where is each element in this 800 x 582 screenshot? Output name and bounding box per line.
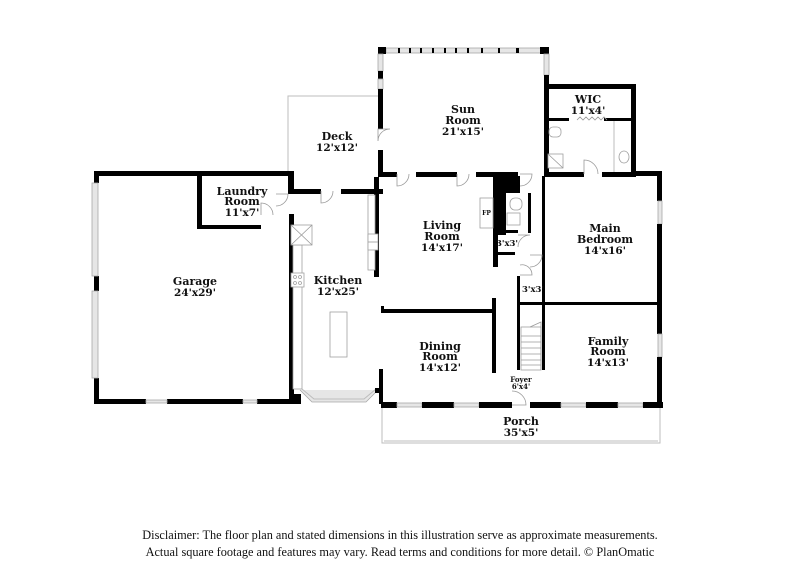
room-label-sun-room: Sun Room 21'x15' [442,103,484,138]
bath-sink [506,212,521,226]
bath-toilet [509,197,523,211]
svg-text:Kitchen: Kitchen [314,274,363,287]
disclaimer-line-2: Actual square footage and features may v… [145,545,655,559]
svg-text:Family: Family [588,335,629,348]
sun-room-windows [377,47,550,90]
room-label-family-room: Family Room 14'x13' [587,335,629,369]
disclaimer: Disclaimer: The floor plan and stated di… [0,527,800,561]
svg-text:Room: Room [224,195,260,208]
room-label-porch: Porch 35'x5' [503,415,539,439]
svg-text:Main: Main [589,222,620,235]
svg-text:Room: Room [590,345,626,358]
fireplace-hearth [479,197,494,229]
svg-text:Sun: Sun [451,103,475,116]
room-label-living-room: Living Room 14'x17' [421,219,463,254]
room-label-kitchen: Kitchen 12'x25' [314,274,363,298]
fireplace-label: FP [482,210,491,217]
svg-text:Room: Room [424,230,460,243]
kitchen-island [329,311,348,358]
porch-outline [381,404,661,444]
cooktop [290,272,305,288]
svg-text:Room: Room [445,114,481,127]
kitchen-counter [292,244,303,390]
svg-text:Living: Living [423,219,461,232]
room-label-wic: WIC 11'x4' [571,93,606,117]
room-label-closet-1: 3'x3' [496,239,518,249]
svg-text:3'x3': 3'x3' [496,239,518,249]
svg-text:Garage: Garage [173,275,217,288]
staircase [520,326,542,371]
doors [260,128,599,406]
svg-text:14'x12': 14'x12' [419,362,461,374]
master-sink [618,150,630,164]
svg-text:6'x4': 6'x4' [512,382,530,391]
svg-text:Dining: Dining [419,340,461,353]
svg-text:Foyer: Foyer [510,375,532,384]
svg-text:Laundry: Laundry [217,185,268,198]
svg-text:24'x29': 24'x29' [174,287,216,299]
svg-text:WIC: WIC [574,93,601,106]
svg-text:35'x5': 35'x5' [504,427,539,439]
master-toilet [548,126,562,138]
svg-text:Bedroom: Bedroom [577,233,633,246]
bay-window [299,388,379,403]
deck-outline [287,95,378,176]
svg-text:Deck: Deck [322,130,353,143]
svg-text:14'x13': 14'x13' [587,357,629,369]
svg-text:14'x16': 14'x16' [584,245,626,257]
room-label-foyer: Foyer 6'x4' [510,375,532,391]
room-label-closet-2: 3'x3' [522,285,544,295]
svg-text:12'x25': 12'x25' [317,286,359,298]
room-label-main-bedroom: Main Bedroom 14'x16' [577,222,633,257]
svg-text:Room: Room [422,350,458,363]
room-label-dining-room: Dining Room 14'x12' [419,340,461,374]
svg-text:12'x12': 12'x12' [316,142,358,154]
room-label-laundry-room: Laundry Room 11'x7' [217,185,268,219]
svg-text:3'x3': 3'x3' [522,285,544,295]
disclaimer-line-1: Disclaimer: The floor plan and stated di… [142,528,658,542]
fixtures: FP [290,116,630,390]
svg-text:11'x4': 11'x4' [571,105,606,117]
walls [91,75,663,408]
svg-text:Porch: Porch [503,415,539,428]
sink-counter [367,194,376,271]
room-label-deck: Deck 12'x12' [316,130,358,154]
svg-text:14'x17': 14'x17' [421,242,463,254]
svg-text:11'x7': 11'x7' [225,207,260,219]
svg-text:21'x15': 21'x15' [442,126,484,138]
room-label-garage: Garage 24'x29' [173,275,217,299]
